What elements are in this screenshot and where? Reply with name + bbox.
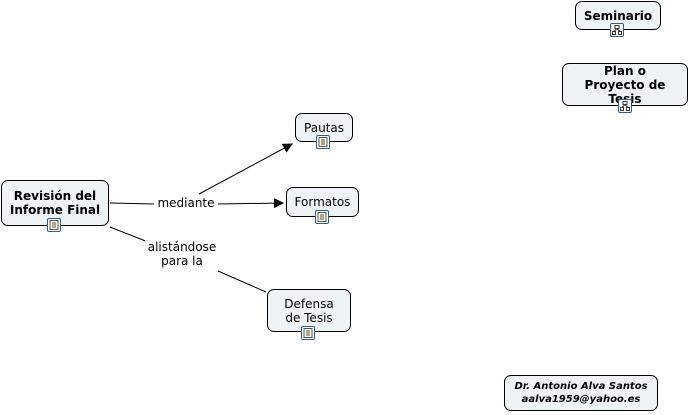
document-icon[interactable] <box>47 218 61 232</box>
concept-defensa-label: Defensa de Tesis <box>284 296 334 325</box>
concept-formatos[interactable]: Formatos <box>286 187 359 217</box>
concept-map-icon[interactable] <box>618 99 632 113</box>
concept-map-icon[interactable] <box>610 23 624 37</box>
link-alistandose-defensa <box>217 270 267 293</box>
author-name: Dr. Antonio Alva Santos <box>514 381 648 392</box>
concept-seminario-label: Seminario <box>583 8 653 23</box>
concept-revision-informe-final[interactable]: Revisión del Informe Final <box>1 180 109 226</box>
arrow-mediante-formatos <box>216 198 284 209</box>
link-revision-mediante <box>109 202 155 205</box>
concept-plan-label: Plan o Proyecto de Tesis <box>584 63 666 106</box>
concept-pautas[interactable]: Pautas <box>295 113 353 142</box>
document-icon[interactable] <box>315 210 329 224</box>
concept-pautas-label: Pautas <box>304 120 344 135</box>
concept-defensa-de-tesis[interactable]: Defensa de Tesis <box>267 289 351 332</box>
link-revision-alistandose <box>109 226 149 243</box>
document-icon[interactable] <box>301 326 315 340</box>
arrow-mediante-pautas <box>198 143 293 195</box>
concept-formatos-label: Formatos <box>294 195 351 209</box>
concept-revision-label: Revisión del Informe Final <box>9 189 101 217</box>
author-email: aalva1959@yahoo.es <box>521 394 641 405</box>
concept-seminario[interactable]: Seminario <box>575 1 661 30</box>
link-label-mediante[interactable]: mediante <box>154 196 218 210</box>
author-credit: Dr. Antonio Alva Santos aalva1959@yahoo.… <box>504 375 658 411</box>
concept-plan-proyecto-tesis[interactable]: Plan o Proyecto de Tesis <box>562 63 688 106</box>
document-icon[interactable] <box>316 135 330 149</box>
link-label-alistandose[interactable]: alistándose para la <box>145 240 219 270</box>
